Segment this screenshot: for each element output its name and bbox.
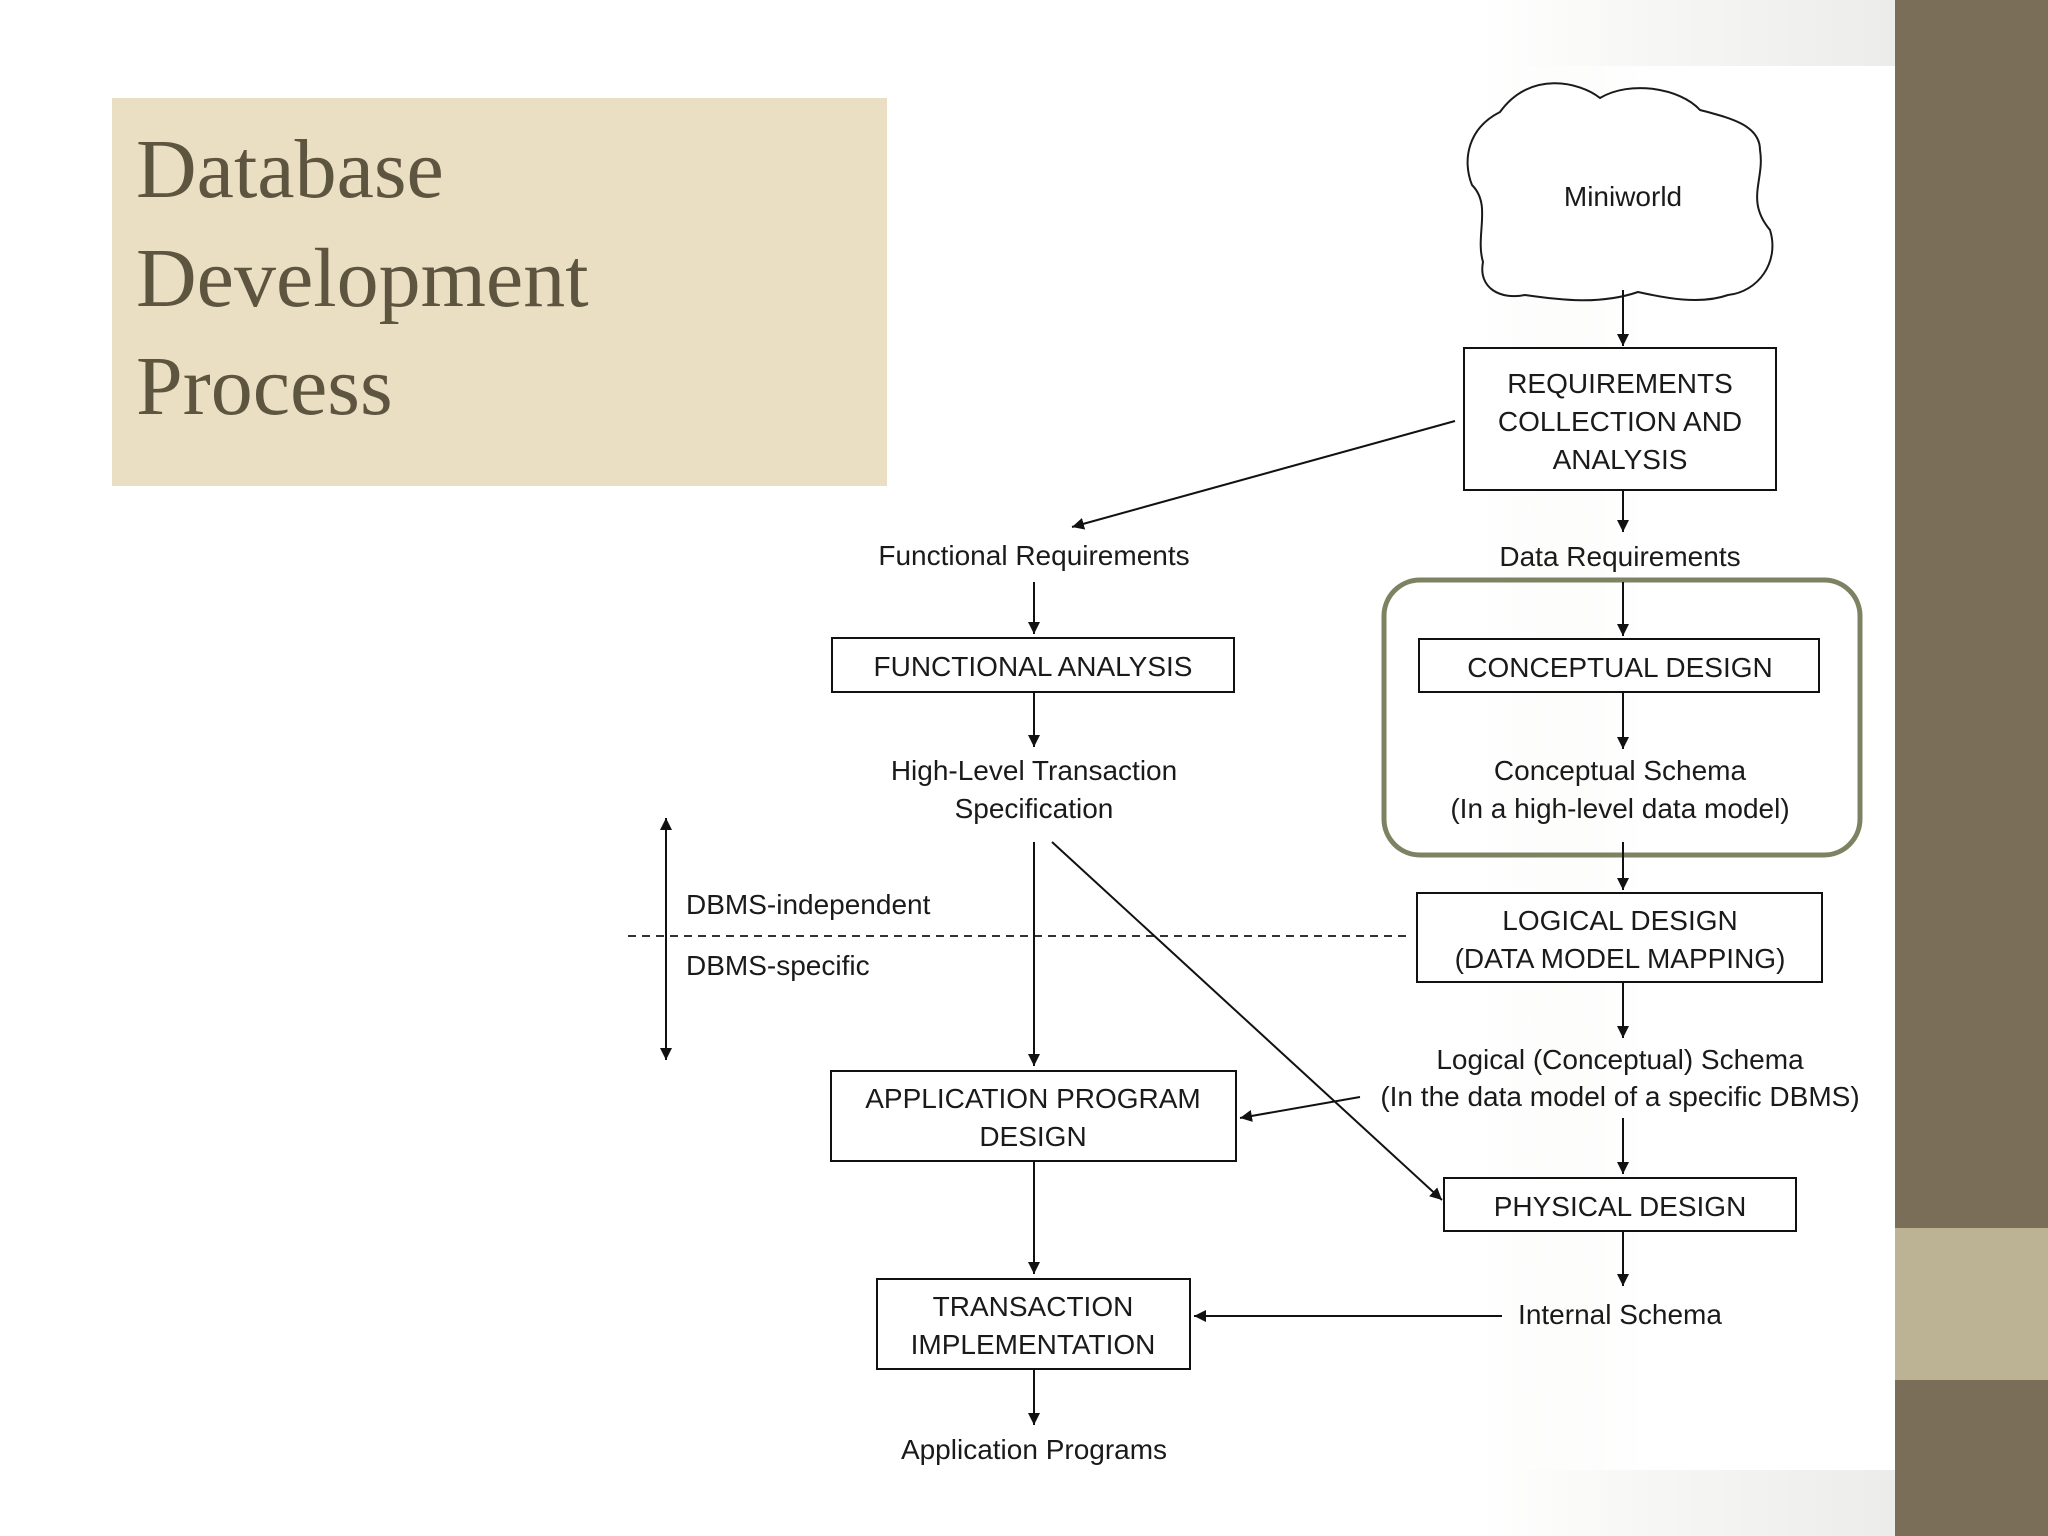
- functional-analysis-box: [831, 637, 1235, 693]
- logical-schema-line-2: (In the data model of a specific DBMS): [1380, 1081, 1859, 1112]
- application-program-design-line-2: DESIGN: [979, 1121, 1086, 1152]
- high-level-spec-line-1: High-Level Transaction: [891, 755, 1177, 786]
- dbms-specific-label: DBMS-specific: [686, 950, 870, 981]
- arrow-logical-application-design: [1239, 1096, 1361, 1122]
- transaction-implementation-line-2: IMPLEMENTATION: [911, 1329, 1156, 1360]
- application-programs-label: Application Programs: [901, 1434, 1167, 1465]
- miniworld-label: Miniworld: [1564, 181, 1682, 212]
- logical-design-box: [1416, 892, 1823, 983]
- physical-design-box: [1443, 1177, 1797, 1232]
- requirements-box: [1463, 347, 1777, 491]
- arrow-requirements-functional: [1071, 420, 1456, 530]
- title-line-2: Development: [136, 232, 589, 325]
- physical-design-label: PHYSICAL DESIGN: [1494, 1191, 1747, 1222]
- conceptual-design-label: CONCEPTUAL DESIGN: [1467, 652, 1772, 683]
- application-program-design-box: [830, 1070, 1237, 1162]
- internal-schema-label: Internal Schema: [1518, 1299, 1722, 1330]
- miniworld-cloud: [1466, 82, 1774, 302]
- high-level-spec-line-2: Specification: [955, 793, 1114, 824]
- requirements-label-line-3: ANALYSIS: [1553, 444, 1688, 475]
- dbms-independent-label: DBMS-independent: [686, 889, 931, 920]
- application-program-design-line-1: APPLICATION PROGRAM: [865, 1083, 1201, 1114]
- requirements-label-line-1: REQUIREMENTS: [1507, 368, 1733, 399]
- functional-analysis-label: FUNCTIONAL ANALYSIS: [874, 651, 1193, 682]
- logical-schema-line-1: Logical (Conceptual) Schema: [1436, 1044, 1804, 1075]
- side-accent: [1895, 1228, 2048, 1380]
- transaction-implementation-box: [876, 1278, 1191, 1370]
- title-line-3: Process: [136, 340, 393, 433]
- data-requirements-label: Data Requirements: [1499, 541, 1740, 572]
- conceptual-schema-line-2: (In a high-level data model): [1450, 793, 1789, 824]
- transaction-implementation-line-1: TRANSACTION: [933, 1291, 1134, 1322]
- requirements-label-line-2: COLLECTION AND: [1498, 406, 1742, 437]
- logical-design-line-1: LOGICAL DESIGN: [1502, 905, 1737, 936]
- conceptual-schema-line-1: Conceptual Schema: [1494, 755, 1747, 786]
- logical-design-line-2: (DATA MODEL MAPPING): [1455, 943, 1786, 974]
- functional-requirements-label: Functional Requirements: [878, 540, 1189, 571]
- arrow-spec-physical-design: [1051, 841, 1443, 1201]
- title-box: [112, 98, 887, 486]
- title-line-1: Database: [136, 123, 444, 216]
- conceptual-design-box: [1418, 638, 1820, 693]
